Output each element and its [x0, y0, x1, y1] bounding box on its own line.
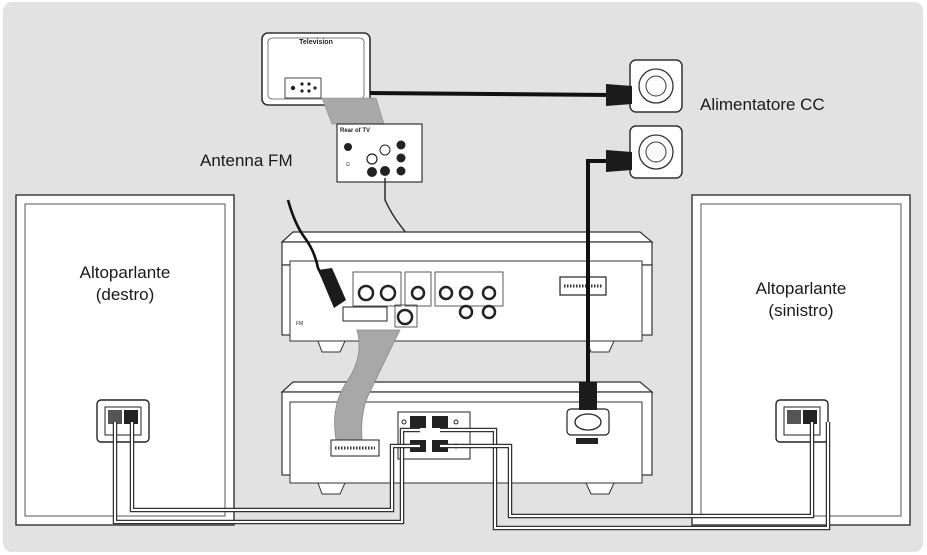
- speaker-right-side: (destro): [95, 285, 155, 305]
- wall-outlet-top: [629, 59, 683, 113]
- speaker-left-side: (sinistro): [768, 301, 834, 321]
- speaker-left: [691, 194, 911, 526]
- speaker-wire-right: [112, 422, 420, 525]
- television: [261, 32, 371, 106]
- main-unit-upper: FM: [280, 231, 654, 353]
- speaker-left-name: Altoparlante: [755, 279, 847, 298]
- tv-title: Television: [299, 39, 333, 46]
- rear-of-tv-title: Rear of TV: [340, 128, 370, 134]
- speaker-left-label: Altoparlante (sinistro): [701, 278, 901, 322]
- tv-scart-ribbon: [321, 97, 385, 125]
- fm-antenna-label: Antenna FM: [200, 151, 293, 170]
- rear-of-tv-panel: Ω: [336, 123, 423, 183]
- ac-power-cord: [586, 159, 610, 395]
- svg-text:FM: FM: [296, 321, 303, 327]
- ribbon-connector: [330, 439, 380, 457]
- ac-power-plug-unit: [579, 382, 597, 410]
- tv-power-plug: [606, 84, 632, 106]
- ac-power-plug: [606, 150, 632, 172]
- speaker-right-label: Altoparlante (destro): [25, 262, 225, 306]
- power-supply-label: Alimentatore CC: [700, 95, 825, 114]
- svg-text:Ω: Ω: [346, 162, 350, 168]
- tv-power-cord: [369, 91, 613, 97]
- fm-antenna-plug: [318, 268, 346, 308]
- fm-antenna-wire: [286, 199, 327, 283]
- wall-outlet-bottom: [629, 125, 683, 179]
- speaker-wire-left: [440, 422, 831, 531]
- speaker-right-name: Altoparlante: [79, 263, 171, 282]
- speaker-right: [15, 194, 235, 526]
